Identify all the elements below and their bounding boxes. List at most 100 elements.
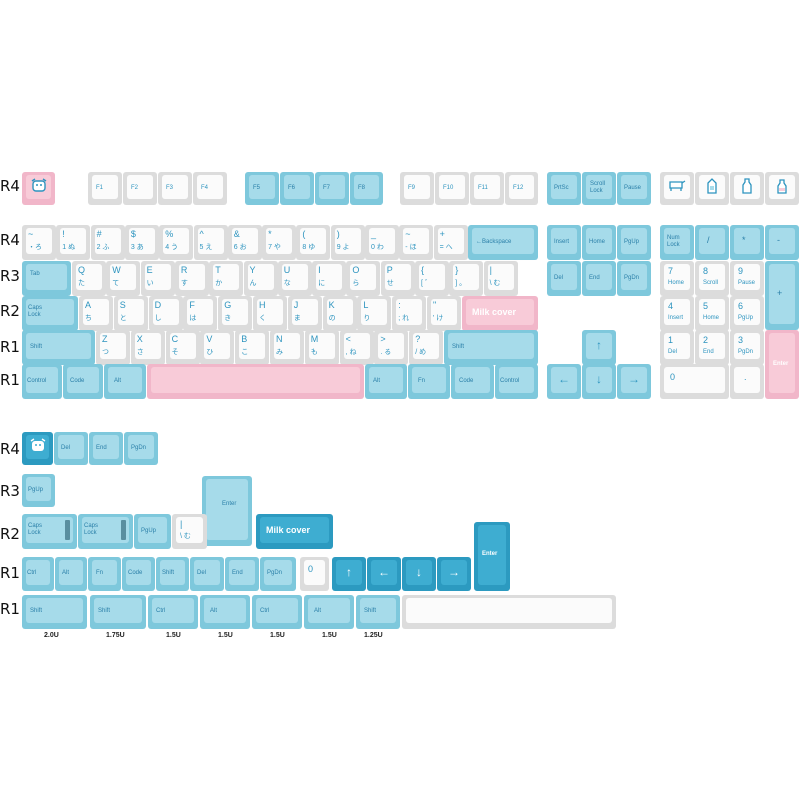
key-number-9[interactable]: )9 よ [330,225,365,260]
key-extra-arrow-left[interactable]: ← [367,557,401,591]
key-left-shift[interactable]: Shift [22,330,95,365]
key-extra-del-2[interactable]: Del [190,557,224,591]
key-backspace[interactable]: ←Backspace [468,225,538,260]
key-insert[interactable]: Insert [547,225,581,260]
key-extra-milk-cover[interactable]: Milk cover [256,514,333,549]
key-extra-pipe[interactable]: |\ む [172,514,207,549]
key-extra-fn[interactable]: Fn [88,557,121,591]
key-number-5[interactable]: ^5 え [193,225,228,260]
key-extra-zero[interactable]: 0 [300,557,329,591]
key-number-1[interactable]: !1 ぬ [56,225,91,260]
key-number-11[interactable]: ~- ほ [399,225,434,260]
key-extra-ctrl-15u-2[interactable]: Ctrl [252,595,302,629]
key-q-row-12[interactable]: |\ む [483,261,518,296]
key-fn[interactable]: Fn [408,364,450,399]
key-extra-spacebar[interactable] [402,595,616,629]
key-f7[interactable]: F7 [315,172,349,205]
key-home[interactable]: Home [582,225,616,260]
key-num-slash[interactable]: / [695,225,729,260]
key-left-alt[interactable]: Alt [104,364,146,399]
key-extra-del[interactable]: Del [54,432,88,465]
key-q-row-10[interactable]: {[ ゛ [415,261,449,296]
key-number-3[interactable]: $3 あ [124,225,159,260]
key-z-row-9[interactable]: ?/ め [409,330,444,365]
key-extra-alt-15u[interactable]: Alt [200,595,250,629]
key-icon-4[interactable] [765,172,799,205]
key-left-control[interactable]: Control [22,364,62,399]
key-arrow-left[interactable]: ← [547,364,581,399]
key-right-control[interactable]: Control [495,364,538,399]
key-extra-end-2[interactable]: End [225,557,259,591]
key-number-12[interactable]: += へ [433,225,468,260]
key-right-alt[interactable]: Alt [365,364,407,399]
key-extra-ctrl[interactable]: Ctrl [22,557,54,591]
key-f4[interactable]: F4 [193,172,227,205]
key-a-row-10[interactable]: "' け [427,296,461,331]
key-esc[interactable] [22,172,55,205]
key-extra-pgup[interactable]: PgUp [22,474,55,507]
key-f12[interactable]: F12 [505,172,538,205]
key-pgup[interactable]: PgUp [617,225,651,260]
key-arrow-right[interactable]: → [617,364,651,399]
key-extra-code[interactable]: Code [122,557,155,591]
key-num-0[interactable]: 0 [660,364,729,399]
key-f10[interactable]: F10 [435,172,469,205]
key-number-2[interactable]: #2 ふ [90,225,125,260]
key-number-6[interactable]: &6 お [227,225,262,260]
key-f5[interactable]: F5 [245,172,279,205]
key-num-enter[interactable]: Enter [765,330,799,399]
key-arrow-down[interactable]: ↓ [582,364,616,399]
key-f2[interactable]: F2 [123,172,157,205]
key-arrow-up[interactable]: ↑ [582,330,616,365]
key-num-star[interactable]: * [730,225,764,260]
key-number-10[interactable]: _0 わ [365,225,399,260]
key-extra-enter[interactable]: Enter [202,476,252,546]
key-extra-pgup-2[interactable]: PgUp [134,514,171,549]
key-q-row-11[interactable]: }] 。 [449,261,484,296]
key-milk-cover-enter[interactable]: Milk cover [462,296,538,331]
key-extra-pgdn-2[interactable]: PgDn [260,557,296,591]
key-code-right[interactable]: Code [451,364,494,399]
key-tab[interactable]: Tab [22,261,71,296]
key-f8[interactable]: F8 [350,172,383,205]
key-extra-shift-2u[interactable]: Shift [22,595,87,629]
key-pause[interactable]: Pause [617,172,651,205]
key-extra-shift-175u[interactable]: Shift [90,595,146,629]
key-extra-arrow-down[interactable]: ↓ [402,557,436,591]
key-spacebar[interactable] [147,364,364,399]
key-f11[interactable]: F11 [470,172,504,205]
key-num-dot[interactable]: . [730,364,764,399]
key-code[interactable]: Code [63,364,103,399]
key-extra-cow[interactable] [22,432,53,465]
key-a-row-9[interactable]: :; れ [392,296,427,331]
key-extra-shift[interactable]: Shift [156,557,189,591]
key-extra-enter-2[interactable]: Enter [474,522,510,591]
key-extra-pgdn[interactable]: PgDn [124,432,158,465]
